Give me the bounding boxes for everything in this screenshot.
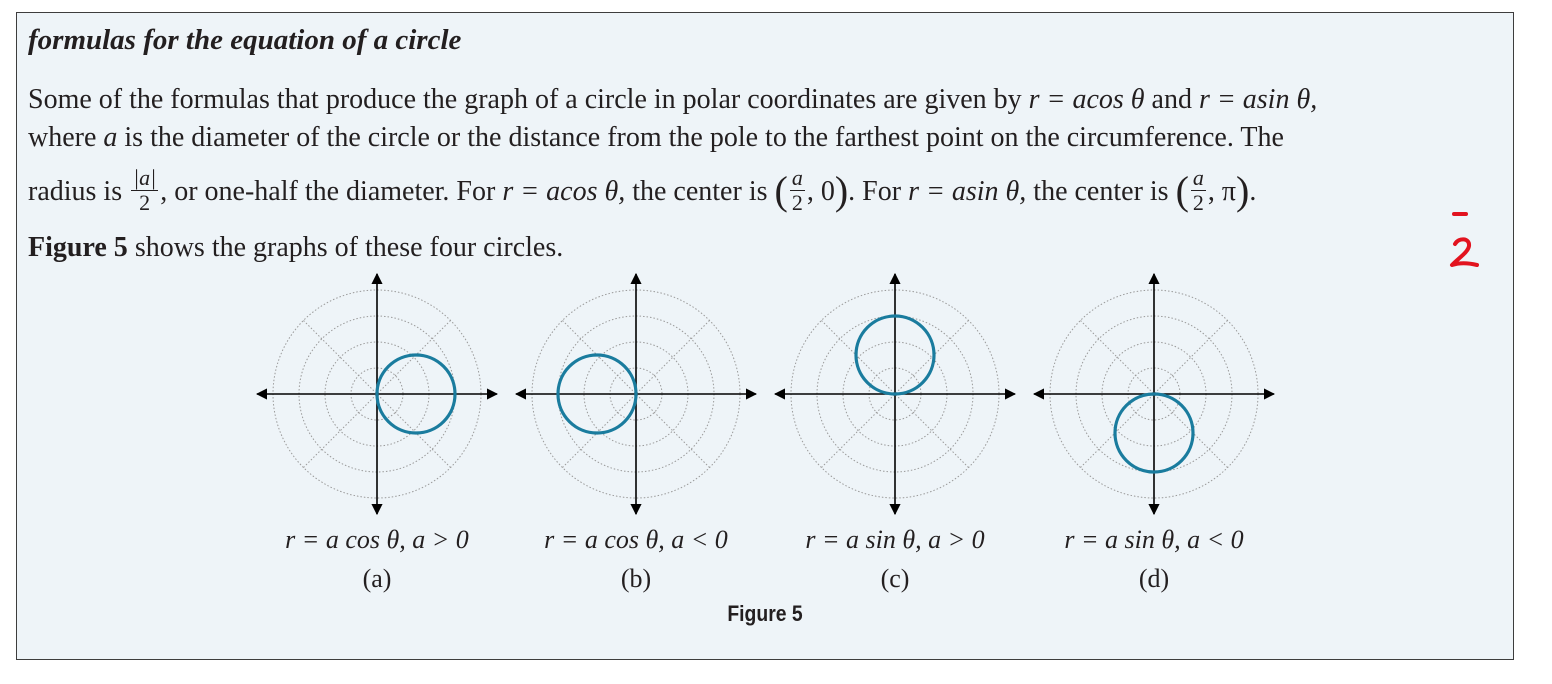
figure-caption: Figure 5 bbox=[727, 601, 803, 626]
paragraph-line-2: where a is the diameter of the circle or… bbox=[28, 122, 1284, 153]
figure-b-label: (b) bbox=[620, 564, 652, 593]
figure-c-label: (c) bbox=[880, 564, 910, 593]
paragraph-line-3: radius is |a|2, or one-half the diameter… bbox=[28, 165, 1257, 215]
polar-panel-a bbox=[255, 272, 499, 516]
polar-panel-c bbox=[773, 272, 1017, 516]
figure-a-label: (a) bbox=[362, 564, 392, 593]
handwritten-2-icon bbox=[1450, 237, 1479, 267]
polar-panel-b bbox=[514, 272, 758, 516]
figure-d-equation: r = a sin θ, a < 0 bbox=[1064, 525, 1244, 554]
definition-heading: formulas for the equation of a circle bbox=[28, 24, 462, 56]
polar-panel-d bbox=[1032, 272, 1276, 516]
circle-curve-b bbox=[556, 353, 638, 435]
figure-a-equation: r = a cos θ, a > 0 bbox=[285, 525, 469, 554]
circle-curve-a bbox=[375, 353, 457, 435]
paragraph-line-4: Figure 5 shows the graphs of these four … bbox=[28, 232, 564, 263]
figure-c-equation: r = a sin θ, a > 0 bbox=[805, 525, 985, 554]
figure-b-equation: r = a cos θ, a < 0 bbox=[544, 525, 728, 554]
figure-d-label: (d) bbox=[1138, 564, 1170, 593]
paragraph-line-1: Some of the formulas that produce the gr… bbox=[28, 84, 1318, 115]
definition-box bbox=[16, 12, 1514, 660]
radius-fraction: |a|2 bbox=[131, 165, 159, 215]
circle-curve-c bbox=[854, 314, 936, 396]
circle-curve-d bbox=[1113, 392, 1195, 474]
annotation-underline bbox=[1452, 212, 1468, 216]
